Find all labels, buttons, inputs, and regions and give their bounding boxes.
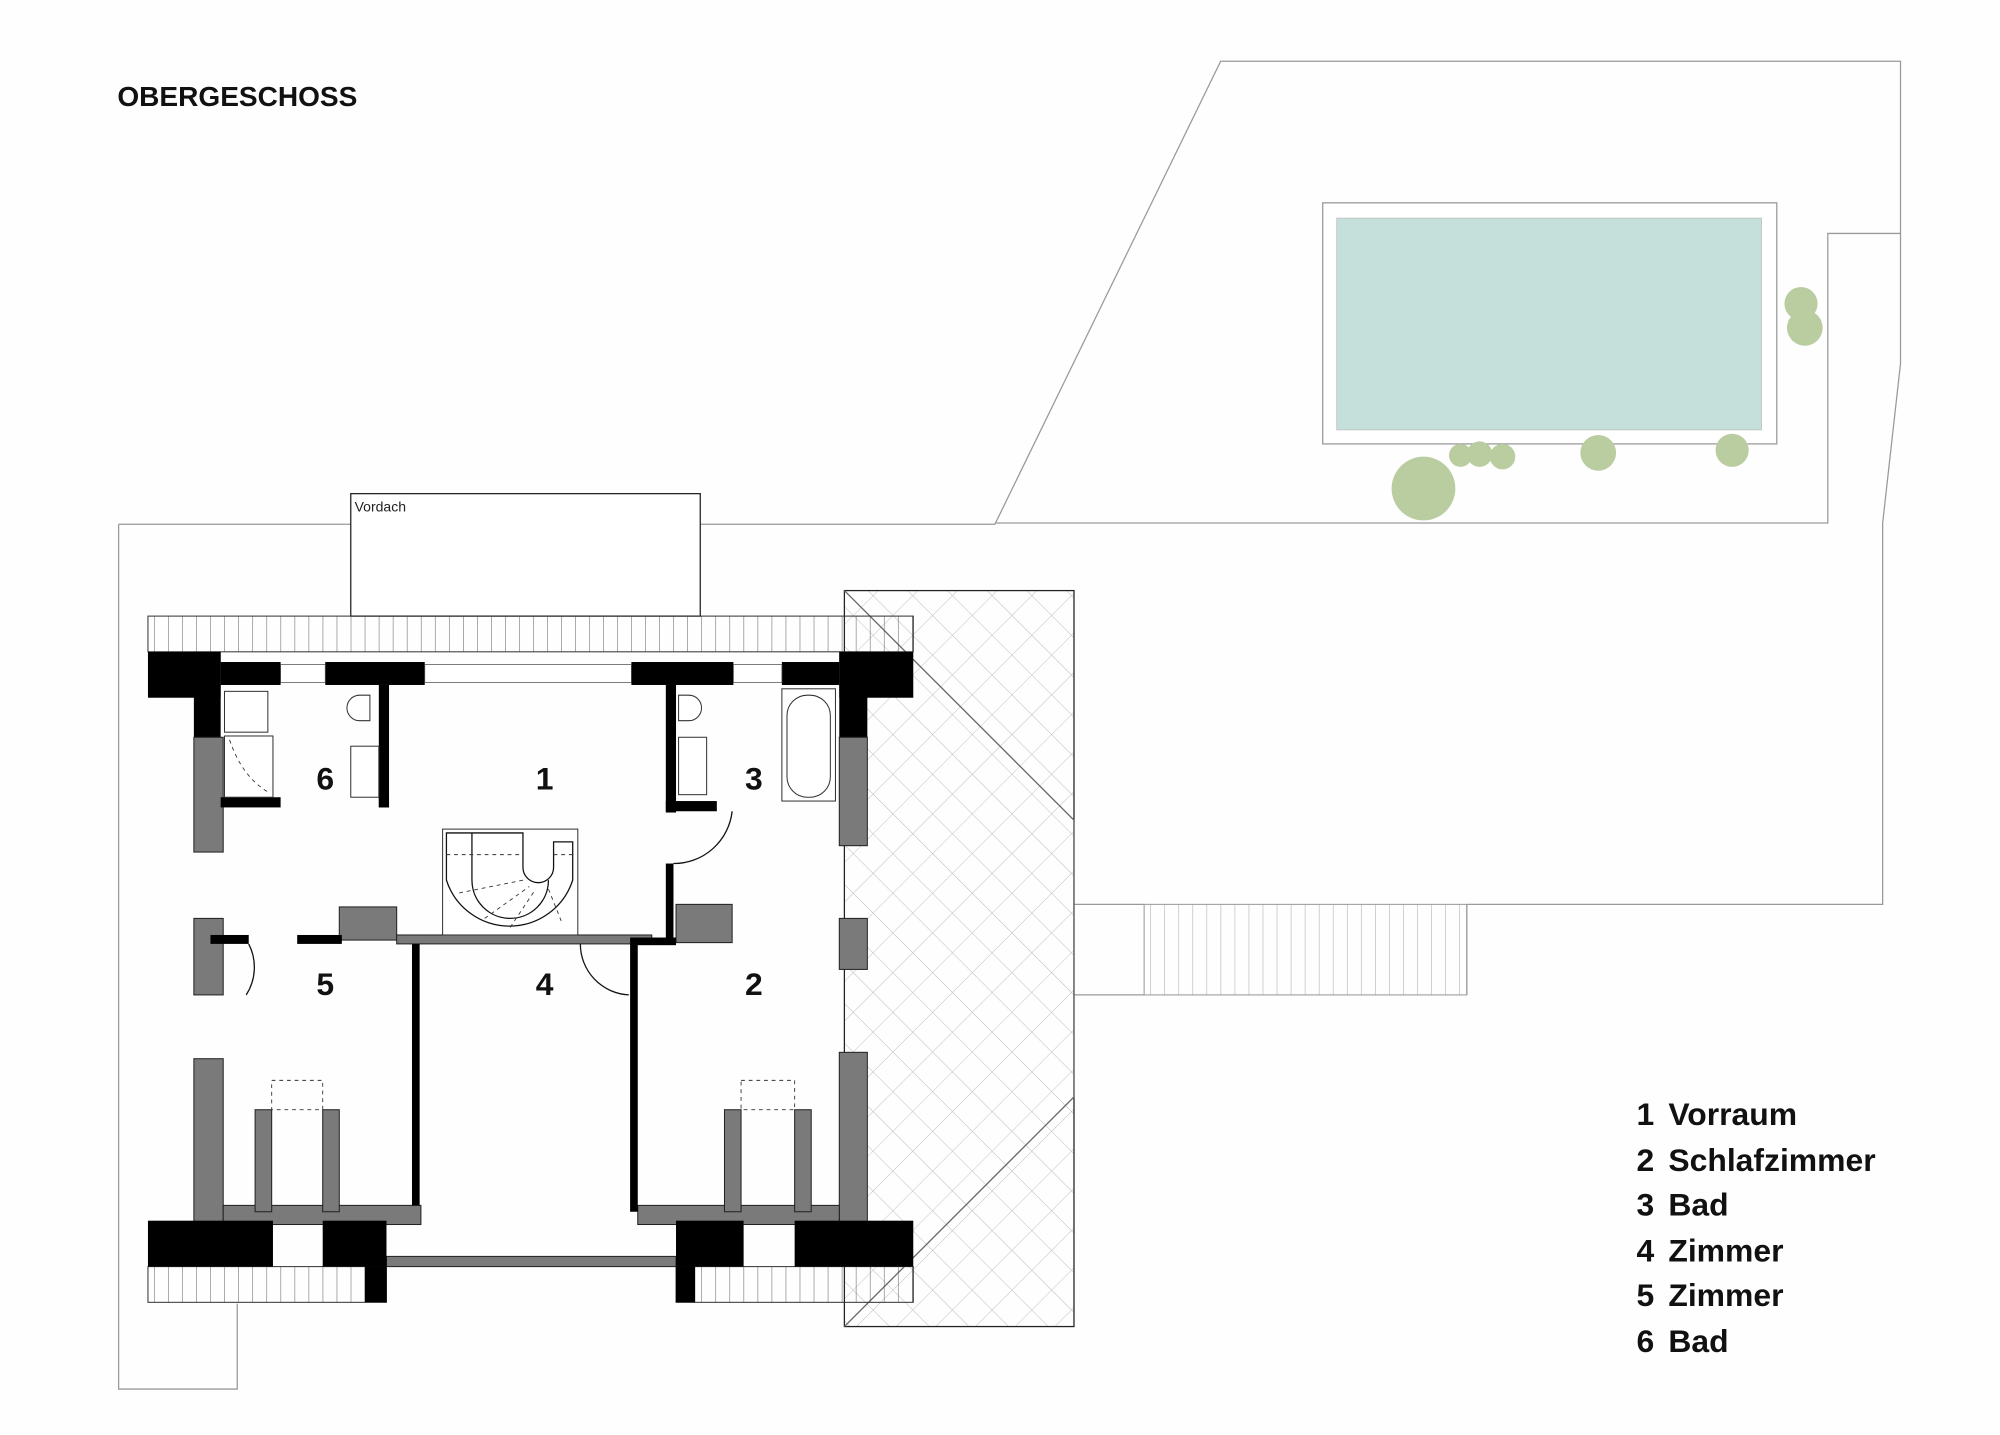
tree [1448, 443, 1472, 467]
walls [147, 651, 914, 1303]
canopy-label: Vordach [355, 499, 406, 515]
legend-number: 1 [1636, 1096, 1654, 1132]
tree [1489, 443, 1516, 470]
spiral-staircase [442, 828, 579, 936]
terrace-hatch [843, 589, 1075, 1328]
pool-water [1336, 217, 1762, 431]
room-number-5: 5 [316, 966, 334, 1002]
room-number-4: 4 [536, 966, 554, 1002]
legend-number: 4 [1636, 1233, 1654, 1269]
legend-number: 5 [1636, 1277, 1654, 1313]
room-number-6: 6 [316, 761, 334, 797]
trees [1391, 287, 1823, 521]
legend-number: 2 [1636, 1142, 1654, 1178]
legend-number: 6 [1636, 1323, 1654, 1359]
room-number-3: 3 [745, 761, 763, 797]
room-legend: 1 Vorraum 2 Schlafzimmer 3 Bad 4 Zimmer … [1636, 1096, 1875, 1359]
legend-label: Schlafzimmer [1668, 1142, 1875, 1178]
legend-label: Bad [1668, 1323, 1728, 1359]
tree [1580, 434, 1617, 471]
tree [1786, 309, 1823, 346]
tree [1466, 441, 1493, 467]
legend-label: Zimmer [1668, 1277, 1783, 1313]
roof-eave-bottom-right [675, 1266, 914, 1303]
garden-steps [1143, 903, 1468, 996]
tree [1391, 456, 1456, 521]
room-number-2: 2 [745, 966, 763, 1002]
tree [1715, 433, 1749, 467]
legend-label: Vorraum [1668, 1096, 1797, 1132]
plan-title: OBERGESCHOSS [117, 81, 357, 112]
legend-number: 3 [1636, 1187, 1654, 1223]
roof-eave-bottom-left [147, 1266, 387, 1303]
fixtures [223, 688, 836, 1111]
roof-eave-top [147, 615, 914, 653]
legend-label: Bad [1668, 1187, 1728, 1223]
room-number-1: 1 [536, 761, 554, 797]
legend-label: Zimmer [1668, 1233, 1783, 1269]
